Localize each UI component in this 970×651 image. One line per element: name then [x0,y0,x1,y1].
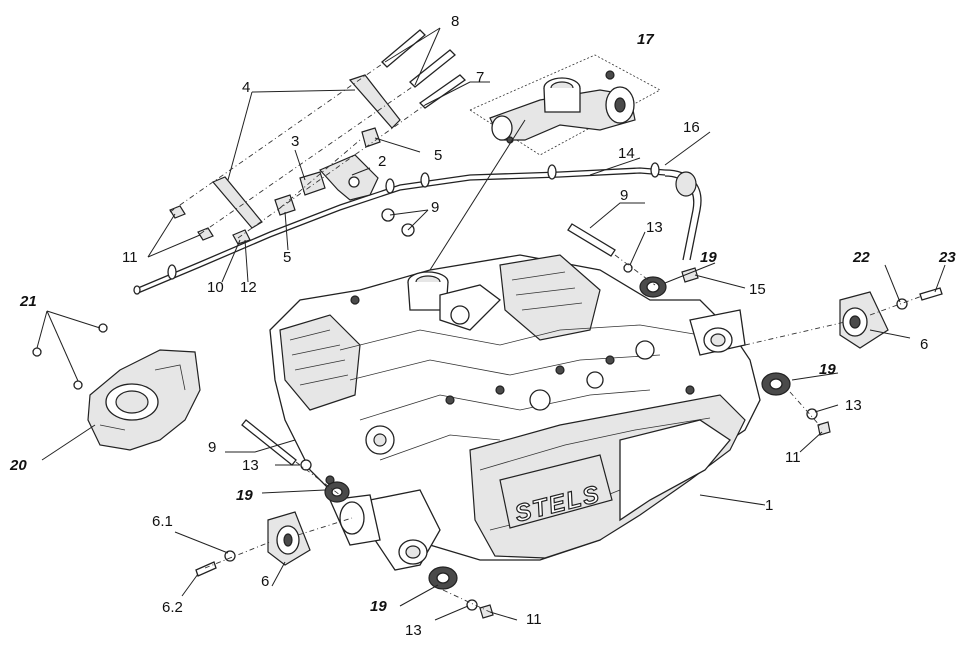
callout-15: 15 [749,281,766,298]
side-cover-20 [32,323,201,451]
callout-21: 21 [19,293,37,310]
callout-6-left: 6 [261,573,269,590]
mount-bushing-group [241,254,831,619]
callout-11-right: 11 [785,449,801,466]
mount-bracket-group [169,29,699,283]
callout-labels: 8 7 4 3 5 2 9 5 11 10 12 17 16 14 9 13 1… [9,13,956,639]
callout-10: 9 [431,199,439,216]
callout-13-right: 13 [646,219,663,236]
callout-13-left: 13 [242,457,259,474]
intake-manifold-17 [469,54,661,156]
callout-6-1: 6.1 [152,513,173,530]
callout-19-left: 19 [236,487,253,504]
callout-11-low: 11 [526,611,542,628]
flange-group [195,287,943,577]
callout-6-right: 6 [920,336,928,353]
breather-hose-14 [133,162,702,295]
callout-2: 2 [378,153,386,170]
callout-13-far: 13 [845,397,862,414]
callout-9-top: 9 [620,187,628,204]
callout-14: 14 [618,145,635,162]
callout-3: 3 [291,133,299,150]
callout-20: 20 [9,457,27,474]
leader-lines [36,27,946,621]
callout-8: 8 [451,13,459,30]
callout-6-2: 6.2 [162,599,183,616]
callout-13-low: 13 [405,622,422,639]
callout-4: 4 [242,79,250,96]
callout-13-top: 12 [240,279,257,296]
engine-assembly: STELS [269,254,761,571]
callout-16: 16 [683,119,700,136]
callout-12: 11 [122,249,138,266]
callout-17: 17 [637,31,654,48]
callout-5-low: 5 [283,249,291,266]
callout-7: 7 [476,69,484,86]
callout-5-top: 5 [434,147,442,164]
callout-1: 1 [765,497,773,514]
callout-9-low: 9 [208,439,216,456]
callout-23: 23 [938,249,956,266]
callout-19-low: 19 [370,598,387,615]
callout-22: 22 [852,249,870,266]
callout-19-right: 19 [819,361,836,378]
callout-11-top: 10 [207,279,224,296]
callout-19-top: 19 [700,249,717,266]
